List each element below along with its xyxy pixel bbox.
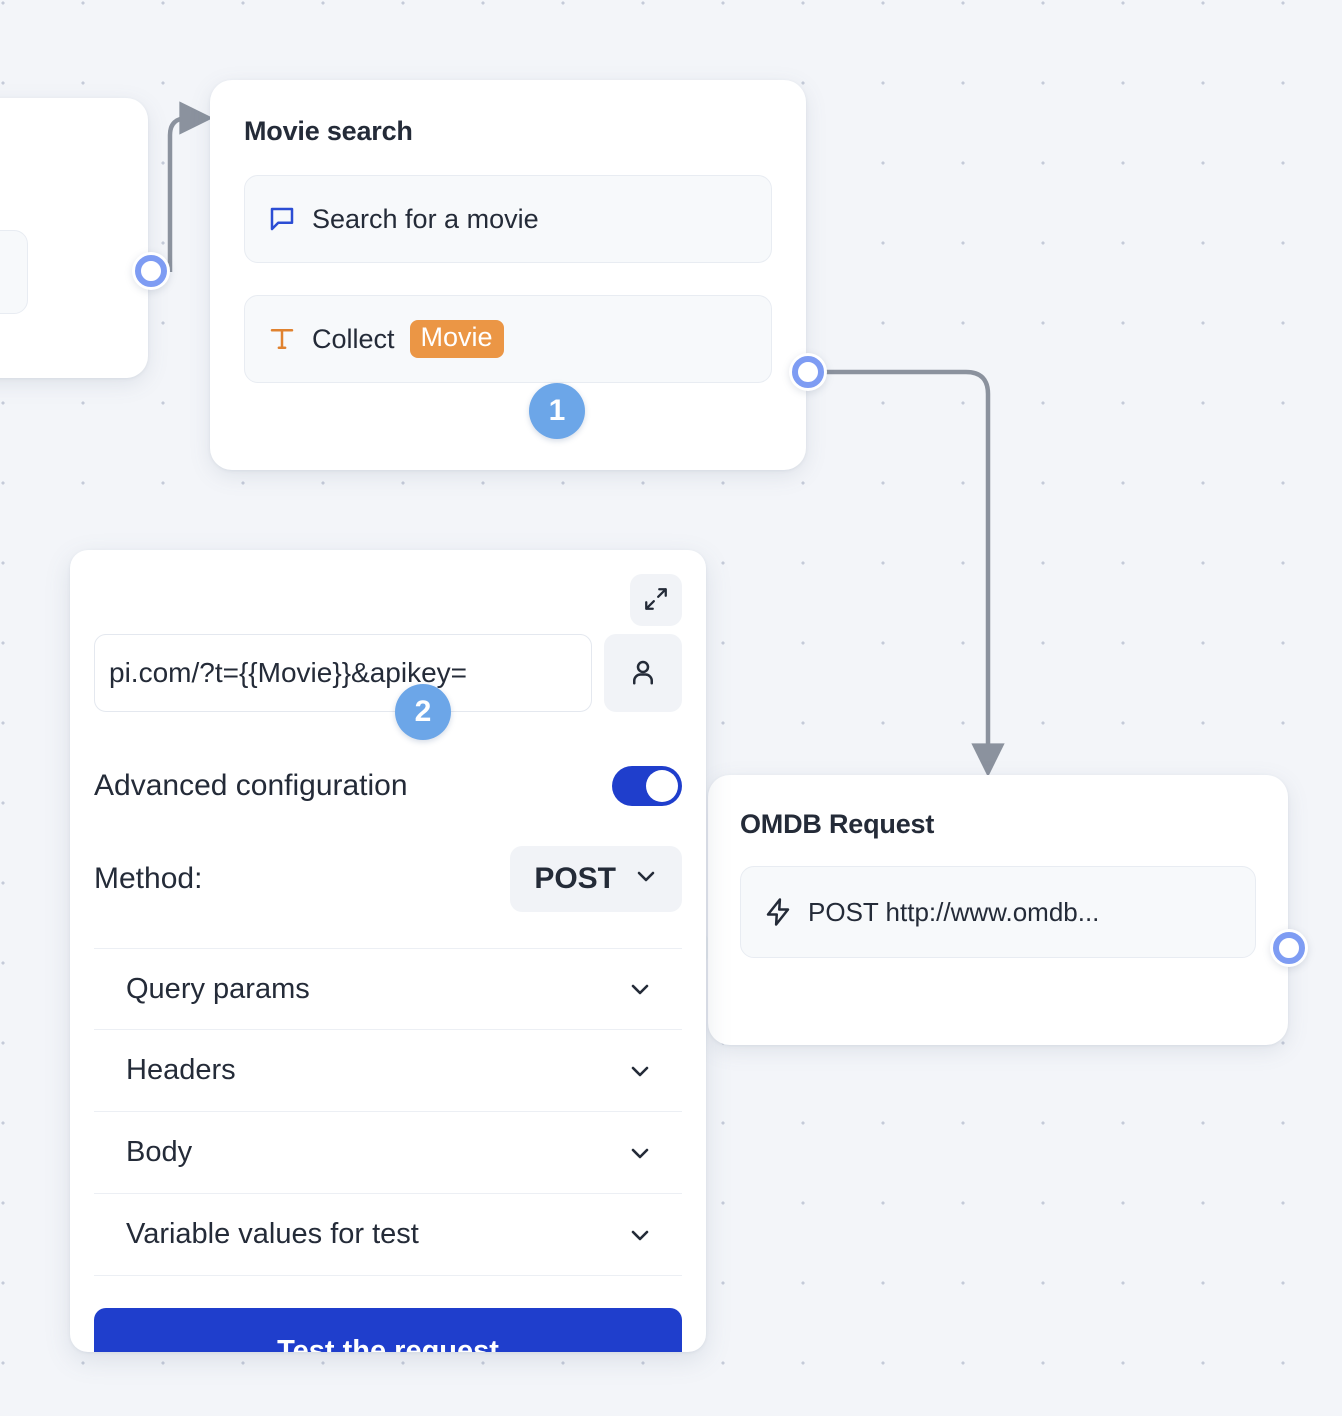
step-badge-2: 2 xyxy=(395,684,451,740)
movie-search-row-search-label: Search for a movie xyxy=(312,203,539,234)
movie-search-output-handle[interactable] xyxy=(789,353,827,391)
chat-bubble-icon xyxy=(267,204,297,234)
request-url-input[interactable] xyxy=(94,634,592,712)
previous-node-card[interactable] xyxy=(0,98,148,378)
accordion-label: Query params xyxy=(126,972,310,1005)
accordion-label: Headers xyxy=(126,1054,236,1086)
expand-panel-button[interactable] xyxy=(630,574,682,626)
movie-search-row-collect-label: Collect xyxy=(312,323,395,354)
expand-diagonal-icon xyxy=(643,586,669,615)
request-url-row xyxy=(94,634,682,712)
request-auth-button[interactable] xyxy=(604,634,682,712)
omdb-request-output-handle[interactable] xyxy=(1270,929,1308,967)
accordion-item-query-params[interactable]: Query params xyxy=(94,948,682,1030)
accordion-item-body[interactable]: Body xyxy=(94,1112,682,1194)
omdb-request-node-card[interactable]: OMDB Request POST http://www.omdb... xyxy=(708,775,1288,1045)
variable-chip-movie[interactable]: Movie xyxy=(409,319,504,359)
omdb-request-title: OMDB Request xyxy=(740,809,935,839)
accordion-item-variable-values[interactable]: Variable values for test xyxy=(94,1194,682,1276)
previous-node-row xyxy=(0,230,28,314)
method-label: Method: xyxy=(94,862,203,895)
accordion-label: Body xyxy=(126,1136,193,1168)
chevron-down-icon xyxy=(628,1223,682,1247)
previous-node-output-handle[interactable] xyxy=(132,252,170,290)
chevron-down-icon xyxy=(628,1059,682,1083)
method-row: Method: POST xyxy=(94,846,682,912)
request-sections-accordion: Query params Headers Body xyxy=(94,948,682,1276)
edge-movie-search-to-omdb xyxy=(826,369,1005,778)
advanced-configuration-toggle[interactable] xyxy=(612,766,682,806)
edge-prev-to-movie-search xyxy=(167,101,214,272)
method-value: POST xyxy=(534,862,616,895)
advanced-configuration-label: Advanced configuration xyxy=(94,769,408,802)
movie-search-node-card[interactable]: Movie search Search for a movie Collect … xyxy=(210,80,806,470)
method-dropdown[interactable]: POST xyxy=(510,846,682,912)
accordion-item-headers[interactable]: Headers xyxy=(94,1030,682,1112)
movie-search-title: Movie search xyxy=(244,116,413,146)
omdb-request-row[interactable]: POST http://www.omdb... xyxy=(740,866,1256,958)
chevron-down-icon xyxy=(634,862,658,896)
movie-search-row-search[interactable]: Search for a movie xyxy=(244,175,772,263)
accordion-label: Variable values for test xyxy=(126,1218,419,1250)
chevron-down-icon xyxy=(628,977,682,1001)
test-request-button[interactable]: Test the request xyxy=(94,1308,682,1352)
text-type-icon xyxy=(267,324,297,354)
lightning-bolt-icon xyxy=(763,897,793,927)
omdb-request-row-label: POST http://www.omdb... xyxy=(808,896,1100,927)
chevron-down-icon xyxy=(628,1141,682,1165)
request-config-panel: Advanced configuration Method: POST Quer… xyxy=(70,550,706,1352)
person-icon xyxy=(628,657,658,690)
step-badge-1: 1 xyxy=(529,383,585,439)
advanced-configuration-row: Advanced configuration xyxy=(94,766,682,806)
movie-search-row-collect[interactable]: Collect Movie xyxy=(244,295,772,383)
